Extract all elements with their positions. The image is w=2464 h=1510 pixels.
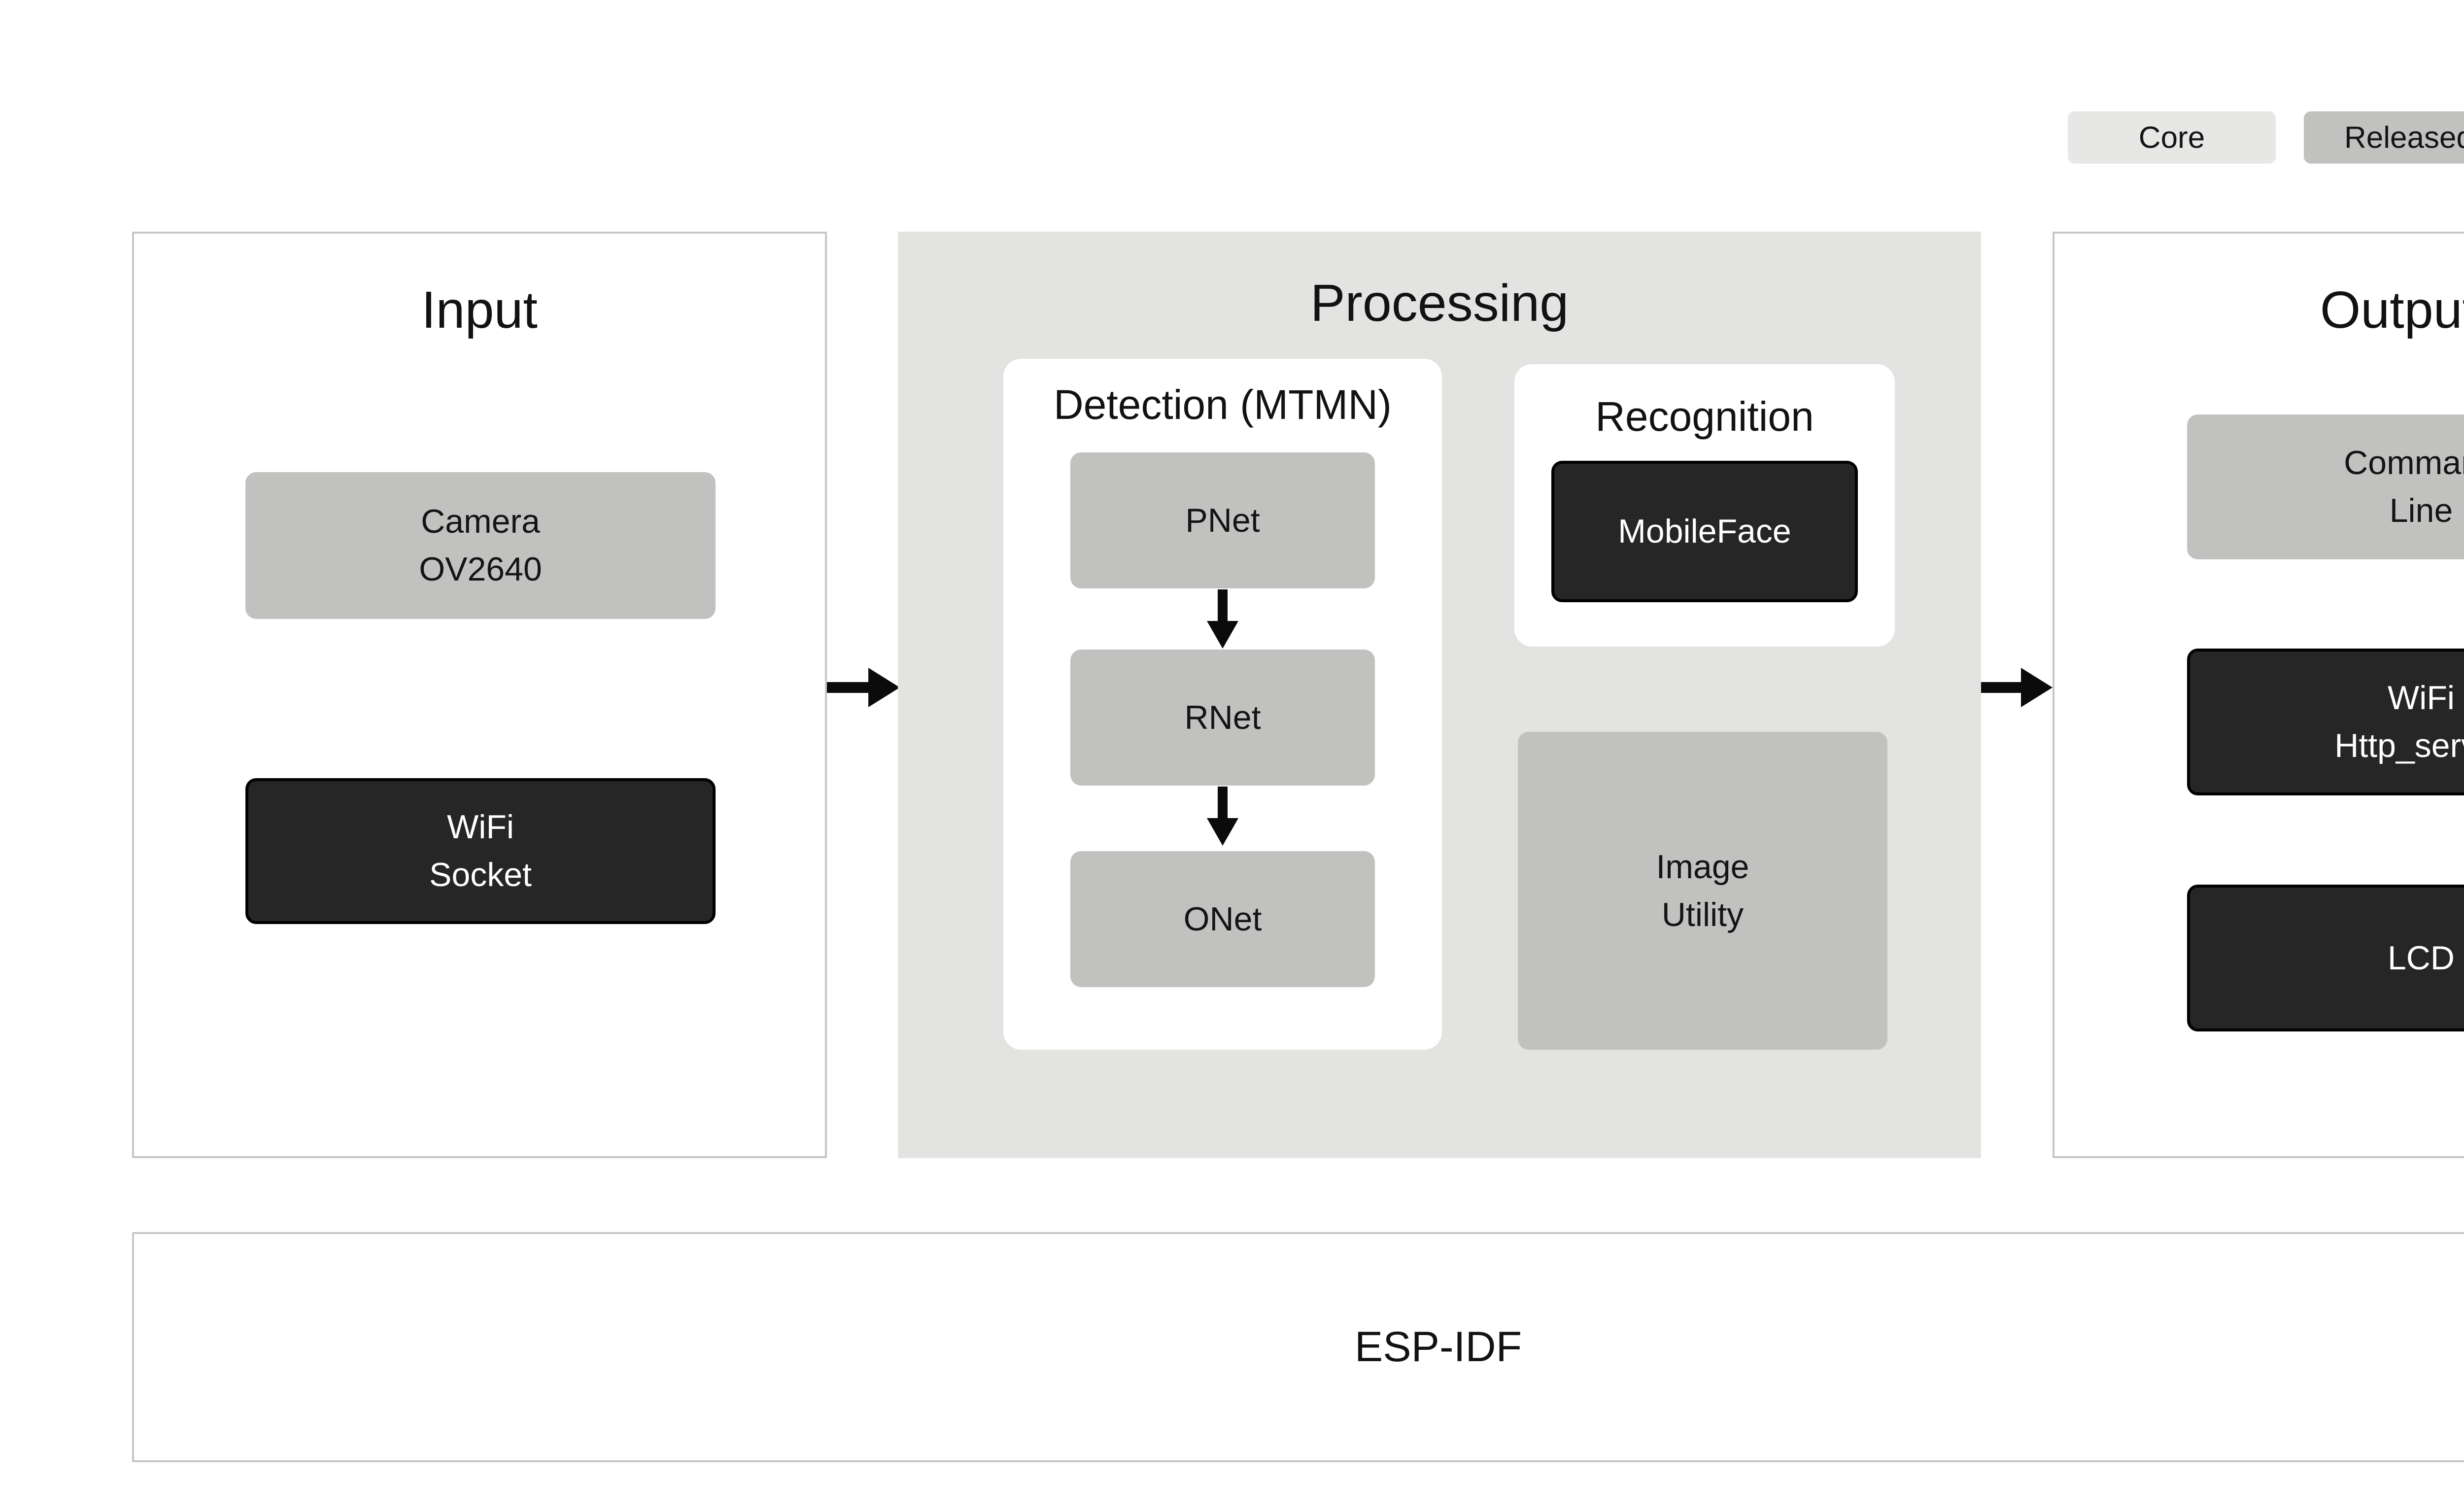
pnet-node: PNet (1070, 452, 1375, 588)
camera-ov2640-label-line1: Camera (421, 503, 540, 541)
arrow-head (1207, 818, 1238, 846)
camera-ov2640-label-line2: OV2640 (419, 550, 542, 588)
legend-chip-released: Released (2304, 111, 2464, 164)
output-panel: Output Command Line WiFi Http_server LCD (2053, 232, 2464, 1158)
command-line-node: Command Line (2187, 414, 2464, 559)
command-line-label-line1: Command (2344, 444, 2464, 482)
output-panel-title: Output (2320, 281, 2464, 339)
camera-ov2640-node: Camera OV2640 (245, 472, 716, 619)
arrow-head (2021, 668, 2053, 707)
legend-chip-released-label: Released (2344, 120, 2464, 155)
arrow-head (868, 668, 900, 707)
wifi-socket-label-line1: WiFi (447, 808, 514, 846)
image-utility-node: Image Utility (1518, 732, 1887, 1050)
arrow-shaft (827, 682, 868, 693)
command-line-label-line2: Line (2389, 492, 2453, 529)
arrow-shaft (1218, 589, 1228, 622)
wifi-socket-label-line2: Socket (429, 856, 532, 893)
mobileface-node: MobileFace (1551, 461, 1858, 602)
input-panel-title: Input (421, 281, 538, 339)
processing-panel: Processing Detection (MTMN) PNet RNet ON… (898, 232, 1981, 1158)
image-utility-label-line1: Image (1656, 848, 1749, 886)
mobileface-label: MobileFace (1618, 513, 1791, 550)
detection-group: Detection (MTMN) PNet RNet ONet (1003, 359, 1442, 1050)
processing-panel-title: Processing (1310, 274, 1569, 332)
rnet-label: RNet (1184, 698, 1261, 736)
arrow-head (1207, 621, 1238, 649)
recognition-group: Recognition MobileFace (1514, 364, 1895, 647)
rnet-node: RNet (1070, 650, 1375, 786)
recognition-group-title: Recognition (1595, 393, 1814, 440)
legend-chip-core: Core (2068, 111, 2276, 164)
onet-label: ONet (1183, 900, 1262, 938)
wifi-http-server-label-line1: WiFi (2388, 679, 2455, 717)
wifi-http-server-label-line2: Http_server (2334, 727, 2464, 764)
legend-chip-core-label: Core (2138, 120, 2205, 155)
detection-group-title: Detection (MTMN) (1053, 381, 1392, 428)
arrow-shaft (1218, 787, 1228, 819)
lcd-label: LCD (2387, 939, 2455, 977)
wifi-http-server-node: WiFi Http_server (2187, 649, 2464, 795)
esp-idf-title: ESP-IDF (1354, 1323, 1522, 1371)
onet-node: ONet (1070, 851, 1375, 987)
esp-idf-panel: ESP-IDF (132, 1232, 2464, 1462)
input-panel: Input Camera OV2640 WiFi Socket (132, 232, 827, 1158)
pnet-label: PNet (1185, 501, 1260, 539)
wifi-socket-node: WiFi Socket (245, 778, 716, 924)
image-utility-label-line2: Utility (1661, 895, 1744, 933)
arrow-shaft (1981, 682, 2021, 693)
lcd-node: LCD (2187, 885, 2464, 1031)
